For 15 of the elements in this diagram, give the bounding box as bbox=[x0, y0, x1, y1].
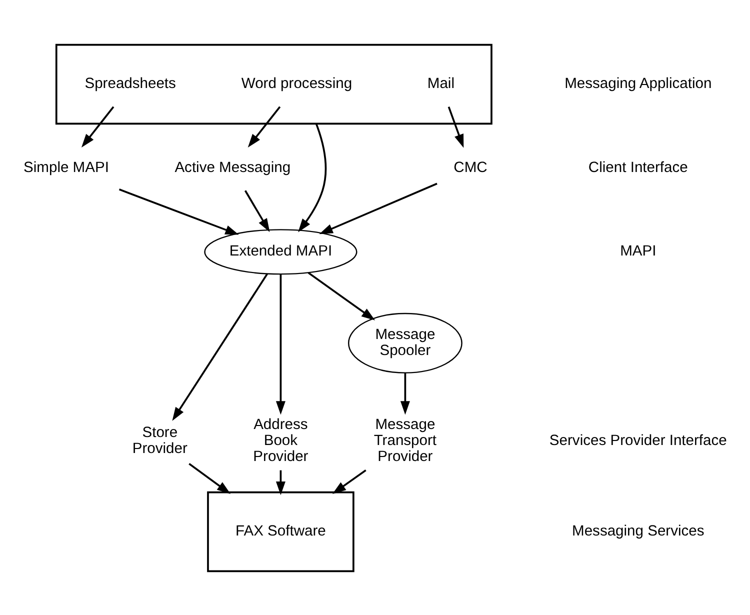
node-text: Word processing bbox=[241, 76, 352, 92]
label: Messaging Application bbox=[564, 76, 712, 92]
label: MAPI bbox=[620, 243, 656, 260]
node-text: Store Provider bbox=[132, 424, 188, 457]
node-text: Active Messaging bbox=[174, 159, 291, 176]
node-text: Message Transport Provider bbox=[374, 416, 437, 465]
node-text: CMC bbox=[454, 159, 488, 176]
node-text: Address Book Provider bbox=[253, 416, 308, 465]
node-text: FAX Software bbox=[236, 523, 326, 540]
label: Client Interface bbox=[588, 159, 688, 176]
node-text: Spreadsheets bbox=[84, 76, 176, 92]
label: Services Provider Interface bbox=[549, 432, 727, 448]
node-text: Simple MAPI bbox=[24, 159, 109, 176]
node-text: Mail bbox=[427, 76, 454, 92]
label: Messaging Services bbox=[572, 523, 704, 540]
